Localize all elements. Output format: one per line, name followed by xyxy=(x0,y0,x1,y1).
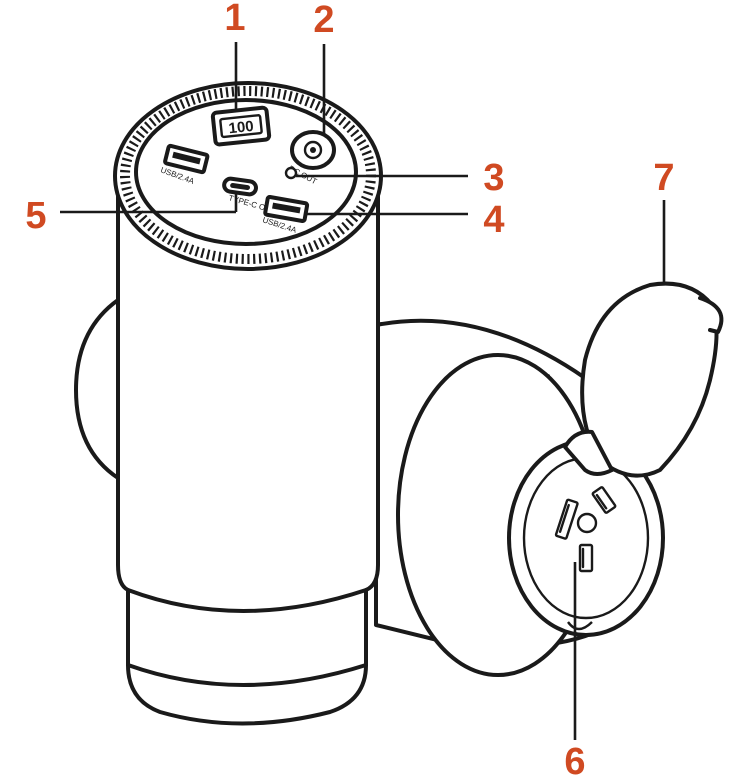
socket-pin-right xyxy=(591,486,617,514)
socket-pin-bottom xyxy=(578,543,594,573)
socket-cover-hinge xyxy=(563,429,614,476)
socket-cover-tab xyxy=(698,296,724,334)
callout-5: 5 xyxy=(25,195,46,237)
side-handle-left xyxy=(74,298,120,480)
usb-port-right[interactable] xyxy=(263,194,310,224)
socket-pin-left xyxy=(554,498,579,540)
callout-6: 6 xyxy=(564,741,585,783)
dc-out-port[interactable] xyxy=(284,166,298,180)
display-readout: 100 xyxy=(228,118,255,138)
callout-1: 1 xyxy=(224,0,245,39)
callout-4: 4 xyxy=(483,199,504,241)
lcd-display: 100 xyxy=(210,105,272,147)
main-cylinder-body xyxy=(116,176,380,687)
au-socket-outlet xyxy=(554,486,617,573)
power-button[interactable] xyxy=(290,130,336,170)
callout-3: 3 xyxy=(483,157,504,199)
socket-cover-lid xyxy=(580,281,719,478)
cylinder-bottom-band xyxy=(126,588,368,613)
cylinder-foot xyxy=(126,663,368,726)
typec-port[interactable] xyxy=(222,176,258,197)
usb-port-left[interactable] xyxy=(163,143,210,175)
callout-7: 7 xyxy=(653,157,674,199)
socket-earth-hole xyxy=(576,512,598,534)
callout-2: 2 xyxy=(313,0,334,41)
